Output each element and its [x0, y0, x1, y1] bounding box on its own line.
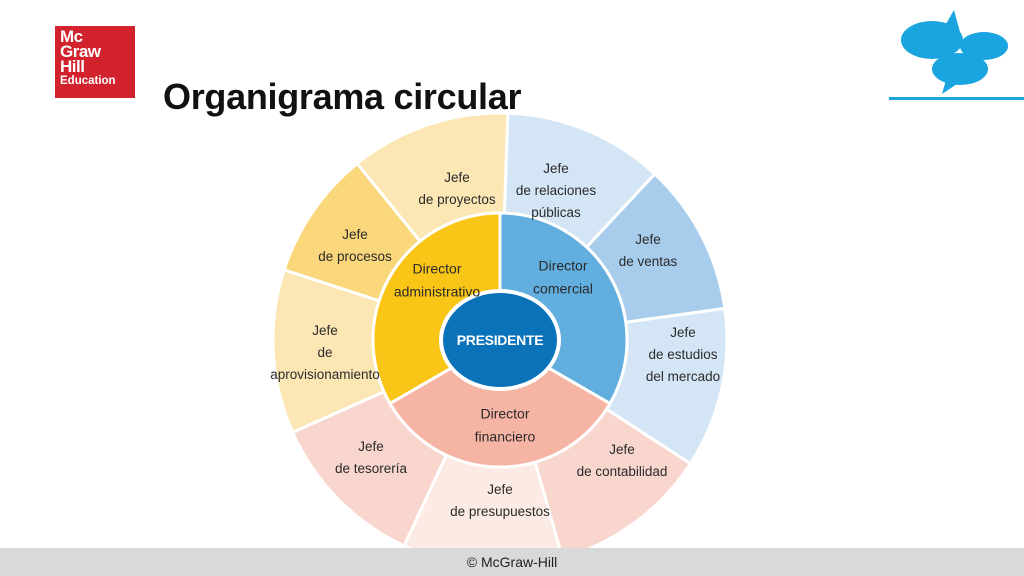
- label-jefe-procesos-line-1: Jefe: [342, 227, 368, 242]
- logo-line-3: Hill: [60, 57, 85, 76]
- mcgraw-hill-logo: Mc Graw Hill Education: [55, 26, 135, 98]
- chat-bubble-bottom-tail: [942, 80, 960, 94]
- header-rule: [889, 97, 1024, 100]
- label-jefe-ventas-line-1: Jefe: [635, 232, 661, 247]
- footer: © McGraw-Hill: [0, 548, 1024, 576]
- label-jefe-aprovisionamiento-line-1: Jefe: [312, 323, 338, 338]
- label-jefe-presupuestos-line-1: Jefe: [487, 482, 513, 497]
- logo-line-2: Graw: [60, 42, 101, 61]
- logo-line-4: Education: [60, 75, 116, 87]
- label-jefe-tesoreria-line-1: Jefe: [358, 439, 384, 454]
- label-jefe-aprovisionamiento-line-3: aprovisionamiento: [270, 367, 380, 382]
- label-director-financiero-line-1: Director: [480, 406, 529, 422]
- label-jefe-estudios-line-3: del mercado: [646, 369, 720, 384]
- label-jefe-procesos-line-2: de procesos: [318, 249, 392, 264]
- label-jefe-presupuestos-line-2: de presupuestos: [450, 504, 550, 519]
- label-jefe-tesoreria: Jefe de tesorería: [335, 439, 408, 476]
- chat-bubble-left: [901, 21, 963, 59]
- label-jefe-aprovisionamiento: Jefe de aprovisionamiento: [270, 323, 380, 382]
- chat-bubble-left-tail: [946, 10, 960, 32]
- logo-line-1: Mc: [60, 27, 83, 46]
- label-jefe-relaciones-line-3: públicas: [531, 205, 581, 220]
- label-jefe-estudios-line-1: Jefe: [670, 325, 696, 340]
- diagram-segments: [271, 111, 729, 548]
- label-jefe-ventas-line-2: de ventas: [619, 254, 678, 269]
- label-jefe-relaciones-line-1: Jefe: [543, 161, 569, 176]
- label-jefe-presupuestos: Jefe de presupuestos: [450, 482, 550, 519]
- label-director-financiero-line-2: financiero: [475, 429, 536, 445]
- label-jefe-estudios-line-2: de estudios: [648, 347, 717, 362]
- chat-bubbles-icon: [901, 10, 1008, 94]
- label-jefe-relaciones-line-2: de relaciones: [516, 183, 597, 198]
- label-director-administrativo-line-2: administrativo: [394, 284, 481, 300]
- label-director-comercial-line-2: comercial: [533, 281, 593, 297]
- center-ellipse-presidente: [443, 293, 557, 387]
- chat-bubble-right: [960, 32, 1008, 60]
- label-jefe-proyectos: Jefe de proyectos: [418, 170, 496, 207]
- label-jefe-tesoreria-line-2: de tesorería: [335, 461, 408, 476]
- label-jefe-proyectos-line-1: Jefe: [444, 170, 470, 185]
- label-presidente: PRESIDENTE: [457, 332, 543, 348]
- label-jefe-contabilidad: Jefe de contabilidad: [577, 442, 668, 479]
- label-jefe-aprovisionamiento-line-2: de: [317, 345, 332, 360]
- label-director-comercial: Director comercial: [533, 258, 593, 297]
- copyright-text: © McGraw-Hill: [466, 554, 558, 570]
- label-director-comercial-line-1: Director: [538, 258, 587, 274]
- label-jefe-relaciones: Jefe de relaciones públicas: [516, 161, 597, 220]
- label-director-administrativo: Director administrativo: [394, 261, 481, 300]
- page-title: Organigrama circular: [163, 76, 522, 117]
- label-director-administrativo-line-1: Director: [412, 261, 461, 277]
- chat-bubble-bottom: [932, 53, 988, 85]
- label-jefe-ventas: Jefe de ventas: [619, 232, 678, 269]
- label-director-financiero: Director financiero: [475, 406, 536, 445]
- label-jefe-estudios: Jefe de estudios del mercado: [646, 325, 720, 384]
- label-jefe-procesos: Jefe de procesos: [318, 227, 392, 264]
- label-jefe-proyectos-line-2: de proyectos: [418, 192, 496, 207]
- label-jefe-contabilidad-line-2: de contabilidad: [577, 464, 668, 479]
- segment-director-financiero: [387, 338, 613, 469]
- label-jefe-contabilidad-line-1: Jefe: [609, 442, 635, 457]
